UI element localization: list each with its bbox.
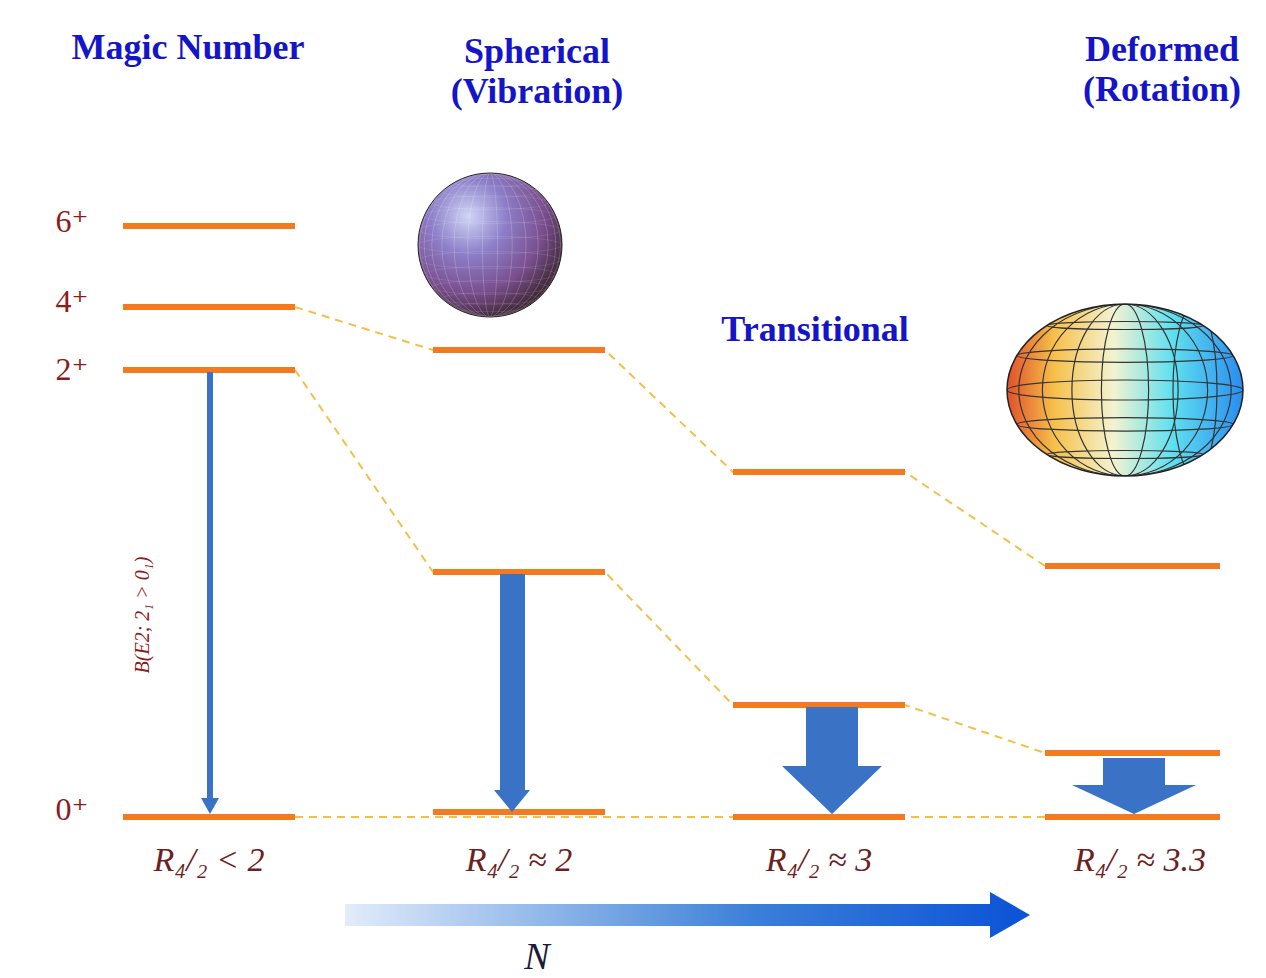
spin-label: 4⁺	[56, 284, 89, 319]
spin-label: 6⁺	[56, 204, 89, 239]
spin-label: 2⁺	[56, 352, 89, 387]
axis-label: N	[524, 936, 549, 978]
ellipsoid-figure	[1007, 304, 1243, 476]
ratio-label: R₄/₂ < 2	[154, 841, 265, 878]
ratio-label: R₄/₂ ≈ 2	[466, 841, 573, 878]
energy-levels	[123, 226, 1220, 817]
guide-lines	[295, 307, 1045, 817]
column-heading: Deformed (Rotation)	[1062, 30, 1262, 109]
ratio-label: R₄/₂ ≈ 3	[766, 841, 873, 878]
neutron-arrow	[345, 892, 1030, 938]
column-heading: Transitional	[721, 310, 908, 350]
column-heading: Spherical (Vibration)	[407, 32, 667, 111]
ratio-label: R₄/₂ ≈ 3.3	[1074, 841, 1206, 878]
column-heading: Magic Number	[72, 28, 305, 68]
axis-label: B(E2; 2₁ > 0₁)	[131, 557, 153, 674]
spin-label: 0⁺	[56, 792, 89, 827]
sphere-figure	[418, 173, 562, 317]
transition-arrows	[201, 372, 1196, 814]
